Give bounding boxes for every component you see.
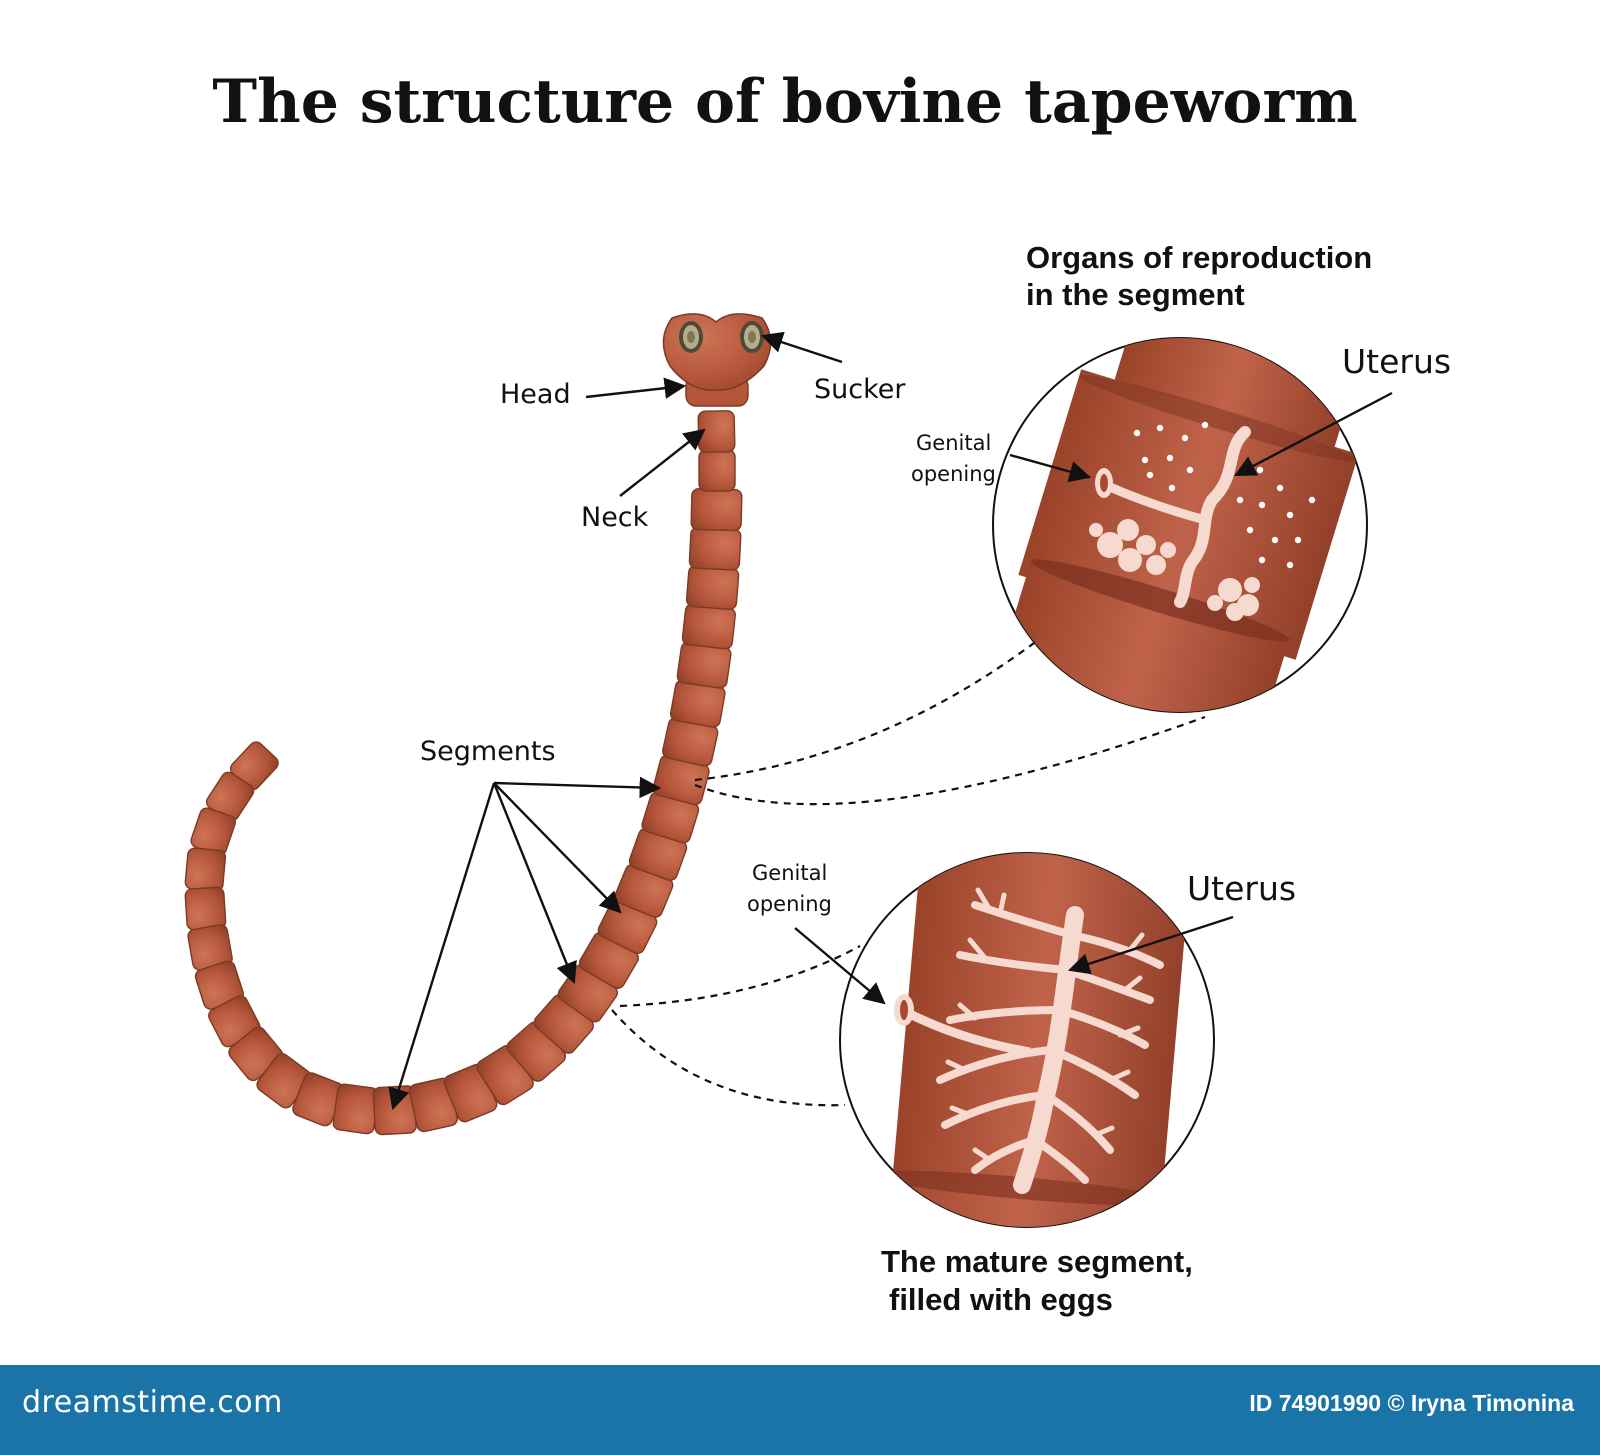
body-segment [690,487,743,532]
inset-top-uterus-label: Uterus [1342,342,1451,381]
sucker-right [740,321,764,353]
inset-bottom-genital-label-line1: Genital [752,861,827,885]
connector-bottom-upper [619,945,861,1008]
arrow-segments-3 [492,782,577,985]
label-sucker: Sucker [814,374,906,405]
inset-top-genital-label-line2: opening [911,462,996,486]
arrow-bottom-genital [794,927,886,1005]
inset-bottom-caption-line2: filled with eggs [889,1282,1113,1317]
inset-mature-segment [839,852,1215,1228]
body-segment [685,564,740,611]
body-segment [184,886,227,931]
body-segment [184,847,227,892]
arrow-segments-2 [493,782,622,914]
inset-bottom-caption-line1: The mature segment, [881,1244,1193,1279]
label-neck: Neck [581,502,649,533]
inset-top-genital-label-line1: Genital [916,431,991,455]
page-title: The structure of bovine tapeworm [212,67,1357,137]
inset-bottom-genital-label-line2: opening [747,892,832,916]
connector-top-upper [694,636,1043,782]
footer-brand[interactable]: dreamstime.com [22,1385,283,1420]
arrow-segments-1 [493,776,662,799]
label-segments: Segments [420,736,556,767]
connector-top-lower [694,715,1206,806]
inset-bottom-uterus-label: Uterus [1187,869,1296,908]
footer-bar: dreamstime.com ID 74901990 © Iryna Timon… [0,1365,1600,1455]
tapeworm-diagram: The structure of bovine tapeworm Head Su… [184,67,1451,1317]
body-segment [688,526,742,571]
label-head: Head [500,379,571,410]
body-segment [332,1083,380,1135]
inset-immature-segment [992,337,1368,713]
tapeworm-body [184,410,743,1136]
arrow-bottom-uterus [1067,915,1234,975]
tapeworm-head [662,313,772,407]
inset-top-heading-line2: in the segment [1026,277,1245,312]
sucker-left [679,321,703,353]
arrow-head [585,377,687,399]
arrow-top-uterus [1234,391,1393,477]
body-segment [698,449,736,492]
footer-credit: ID 74901990 © Iryna Timonina [1249,1390,1574,1416]
connector-bottom-lower [611,1009,846,1107]
arrow-neck [619,428,706,497]
body-segment [681,603,736,650]
arrow-sucker [760,331,843,364]
arrow-top-genital [1009,453,1092,483]
arrow-segments-4 [388,782,496,1111]
inset-top-heading-line1: Organs of reproduction [1026,240,1372,275]
